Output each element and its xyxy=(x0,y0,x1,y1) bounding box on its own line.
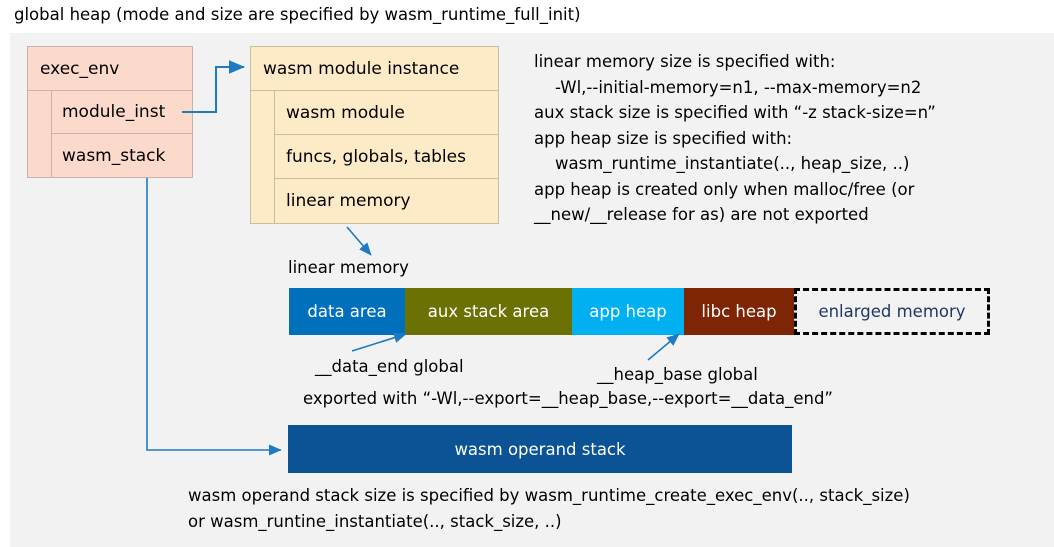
wasm-module-instance-box: wasm module instance wasm module funcs, … xyxy=(250,46,499,224)
exec-env-field-wasm-stack: wasm_stack xyxy=(51,134,192,177)
annotation-data-end: __data_end global xyxy=(315,357,464,376)
exec-env-box: exec_env module_inst wasm_stack xyxy=(27,46,193,178)
wasm-module-instance-header: wasm module instance xyxy=(251,47,498,91)
exec-env-field-module-inst: module_inst xyxy=(51,91,192,134)
wmi-field-wasm-module: wasm module xyxy=(274,91,498,135)
operand-stack-notes: wasm operand stack size is specified by … xyxy=(188,486,910,531)
memory-segment-app-heap: app heap xyxy=(572,288,684,335)
memory-segment-libc-heap: libc heap xyxy=(684,288,794,335)
annotation-heap-base: __heap_base global xyxy=(597,365,758,384)
linear-memory-label: linear memory xyxy=(288,258,409,277)
annotation-exported-with: exported with “-Wl,--export=__heap_base,… xyxy=(303,389,833,408)
memory-segment-data-area: data area xyxy=(289,288,405,335)
wasm-operand-stack-label: wasm operand stack xyxy=(454,439,626,459)
wmi-field-linear-memory: linear memory xyxy=(274,179,498,223)
page-title: global heap (mode and size are specified… xyxy=(14,5,581,24)
memory-segment-aux-stack-area: aux stack area xyxy=(405,288,572,335)
exec-env-header: exec_env xyxy=(28,47,192,91)
linear-memory-bar: data area aux stack area app heap libc h… xyxy=(289,288,990,335)
linear-memory-notes: linear memory size is specified with: -W… xyxy=(534,52,936,224)
wasm-operand-stack-box: wasm operand stack xyxy=(288,425,792,473)
wmi-field-funcs-globals-tables: funcs, globals, tables xyxy=(274,135,498,179)
memory-segment-enlarged-memory: enlarged memory xyxy=(794,288,990,335)
